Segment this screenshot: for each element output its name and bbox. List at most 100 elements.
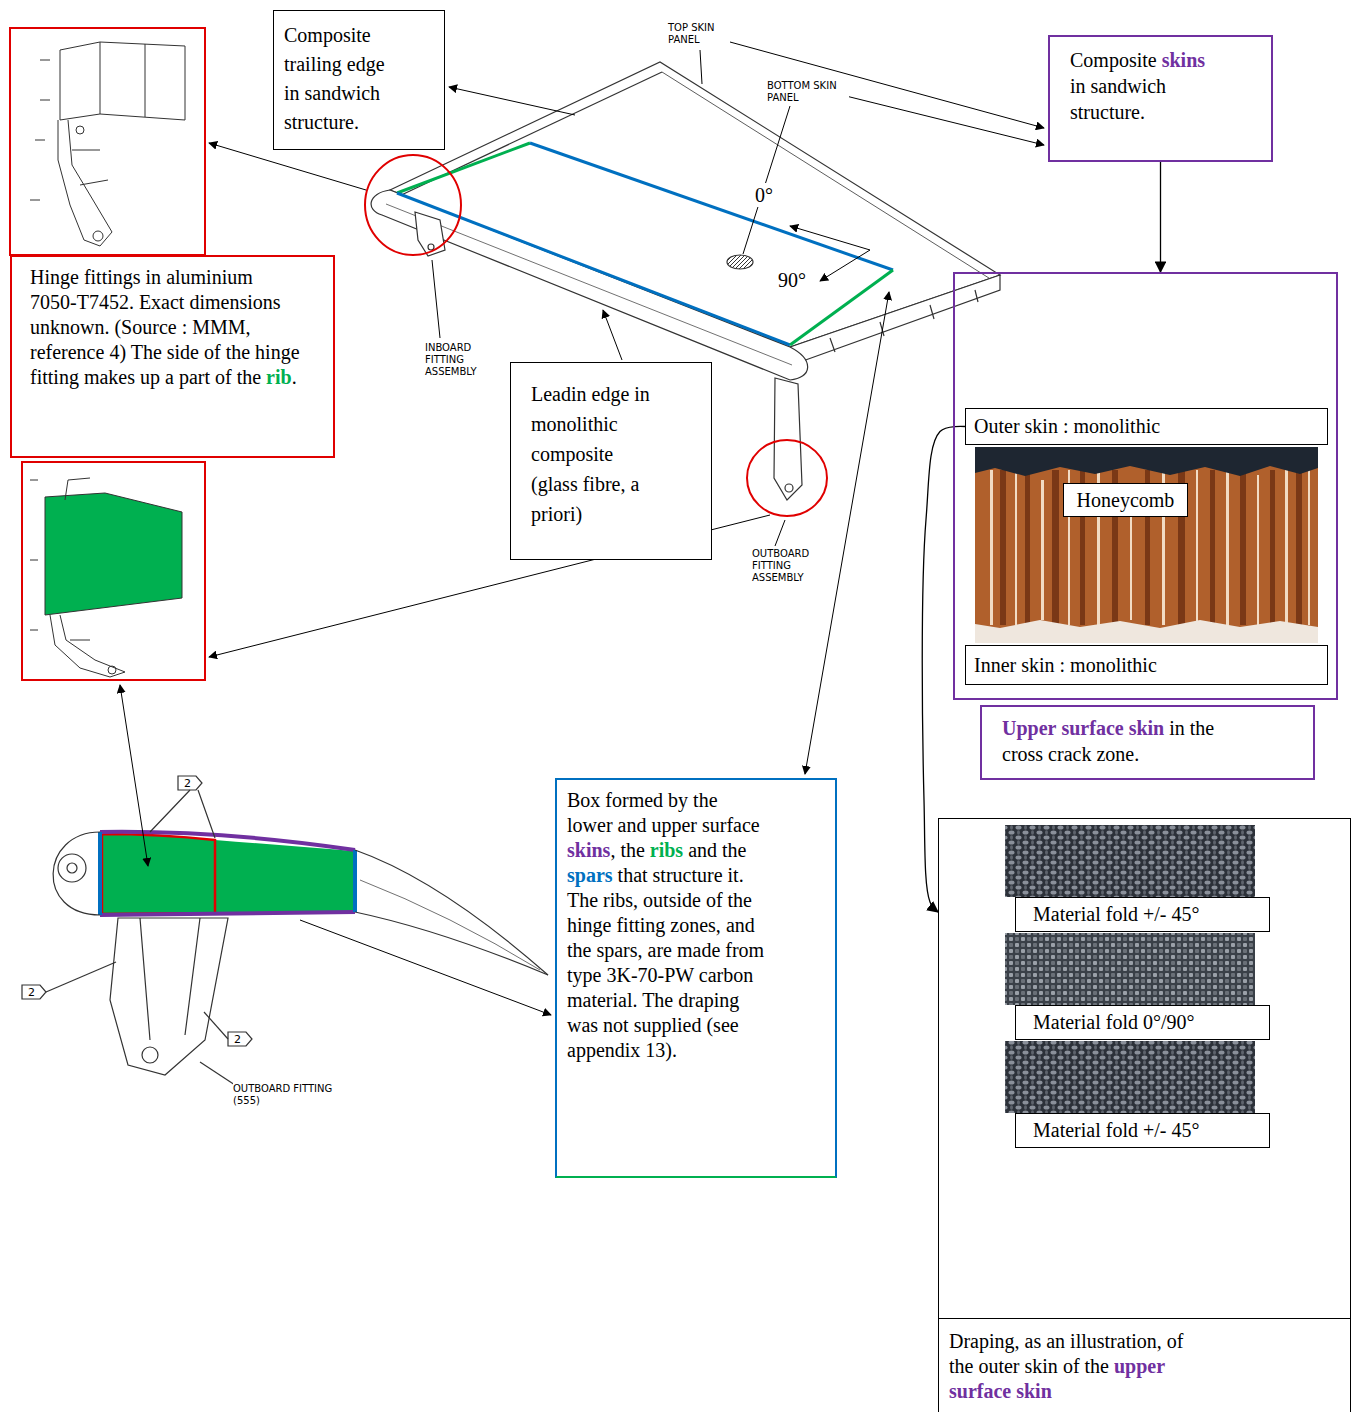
text-run: The <box>131 341 167 363</box>
text-run: The <box>567 889 603 911</box>
leader-line-part <box>603 310 622 360</box>
airfoil-profile-part-part <box>110 918 228 1075</box>
text-run: The <box>642 989 678 1011</box>
connector-arrow <box>922 426 965 912</box>
airfoil-profile-part-part <box>360 880 540 970</box>
text-run: type <box>567 964 606 986</box>
text-run: surface <box>949 1380 1016 1402</box>
text-run: made <box>677 939 725 961</box>
leader-line-part <box>432 260 440 338</box>
leader-line-part <box>120 685 148 866</box>
text-run: hinge <box>255 341 299 363</box>
leader-line-part <box>700 50 702 84</box>
outboard-fitting-drawing-part-part <box>30 478 90 640</box>
text-run: carbon <box>699 964 753 986</box>
highlight-word: surface <box>1061 717 1123 739</box>
airfoil-profile-part-part <box>204 1012 228 1039</box>
text-run: surface <box>1061 717 1128 739</box>
outboard-fitting-drawing-part <box>30 478 125 677</box>
text-run: the <box>722 839 746 861</box>
leader-line-part <box>209 143 366 190</box>
callout-box: Composite trailing edge in sandwich stru… <box>273 10 445 150</box>
text-run: up <box>140 366 165 388</box>
airfoil-profile-part <box>102 834 215 914</box>
airfoil-profile-part <box>22 776 548 1085</box>
text-run: fittings <box>84 266 146 288</box>
leader-line-part <box>300 920 551 1015</box>
airfoil-profile-part-part <box>150 790 215 838</box>
text-run: spars, <box>596 939 647 961</box>
spar-rib-lines <box>397 143 893 345</box>
text-run: of <box>215 366 237 388</box>
airfoil-profile-part-part <box>67 863 77 873</box>
photo-label: Material fold +/- 45° <box>1015 1113 1270 1148</box>
node-text: Material fold +/- 45° <box>1033 1118 1261 1142</box>
honeycomb-photo-part <box>1000 470 1302 625</box>
text-run: in <box>1070 75 1091 97</box>
highlight-circle-part <box>365 155 461 255</box>
text-run: zones, <box>670 914 726 936</box>
inboard-fitting-drawing-part <box>30 42 185 246</box>
fabric-photo-part <box>1005 1041 1255 1113</box>
text-run: in <box>1169 717 1190 739</box>
text-run: material. <box>567 989 642 1011</box>
airfoil-profile-part <box>100 832 355 850</box>
text-run: are <box>648 939 677 961</box>
inboard-fitting-drawing-part-part <box>93 231 103 241</box>
text-run: surface <box>702 814 760 836</box>
text-run: skin <box>1025 1355 1063 1377</box>
text-run: it. <box>728 864 744 886</box>
text-run: upper <box>1114 1355 1165 1377</box>
highlight-word: skin <box>1129 717 1165 739</box>
text-run <box>1011 1380 1016 1402</box>
text-run: 4) <box>109 341 130 363</box>
leader-line-part <box>775 520 785 546</box>
inboard-fitting-drawing-part-part <box>58 120 112 246</box>
node-text: Composite skins in sandwich structure. <box>1070 47 1216 125</box>
node-text: Composite trailing edge in sandwich stru… <box>284 21 399 137</box>
node-text: Draping, as an illustration, of the oute… <box>949 1329 1199 1404</box>
text-run: ribs, <box>603 889 643 911</box>
callout-box: Leadin edge in monolithic composite (gla… <box>510 362 712 560</box>
text-run: by <box>668 789 693 811</box>
node-text: Upper surface skin in the cross crack zo… <box>1002 715 1242 767</box>
text-run: the <box>693 789 717 811</box>
honeycomb-photo-part <box>990 470 1310 625</box>
honeycomb-photo <box>975 447 1318 643</box>
text-run: draping <box>678 989 739 1011</box>
text-run: hinge <box>567 914 616 936</box>
node-text: Honeycomb <box>1072 488 1179 512</box>
text-run: . <box>292 366 297 388</box>
airfoil-profile-part-part <box>228 1032 252 1046</box>
text-run: ribs <box>650 839 688 861</box>
text-run: the <box>226 341 255 363</box>
outboard-fitting-drawing-part-part <box>50 615 125 677</box>
caption-box: Draping, as an illustration, of the oute… <box>939 1318 1350 1412</box>
wing-illustration-part <box>790 275 1000 362</box>
text-run: reference <box>30 341 109 363</box>
outboard-fitting-drawing-part <box>22 462 205 680</box>
airfoil-profile-part <box>100 912 355 915</box>
wing-illustration-part <box>390 62 1000 347</box>
leader-line-part <box>846 96 1044 145</box>
text-run: the <box>237 366 266 388</box>
node-text: Box formed by the lower and upper surfac… <box>567 788 767 1063</box>
text-run: supplied <box>634 1014 707 1036</box>
fabric-photo-part <box>1005 933 1255 1005</box>
airfoil-profile-part-part <box>355 912 548 975</box>
wing-illustration-part <box>386 204 792 365</box>
outboard-fitting-drawing <box>22 462 205 680</box>
honeycomb-photo-part <box>975 620 1318 643</box>
text-run: of <box>204 341 226 363</box>
text-run: skin <box>1016 1380 1052 1402</box>
highlight-word: Upper <box>1002 717 1056 739</box>
text-run: Upper <box>1002 717 1061 739</box>
photo-label: Outer skin : monolithic <box>965 408 1328 445</box>
text-run: (see <box>706 1014 738 1036</box>
text-run: formed <box>605 789 668 811</box>
part-label: OUTBOARD FITTING ASSEMBLY <box>752 548 824 584</box>
text-run: skins, <box>567 839 620 861</box>
airfoil-profile-part-part <box>355 850 548 975</box>
text-run: unknown. <box>30 316 114 338</box>
node-text: Inner skin : monolithic <box>974 653 1319 677</box>
